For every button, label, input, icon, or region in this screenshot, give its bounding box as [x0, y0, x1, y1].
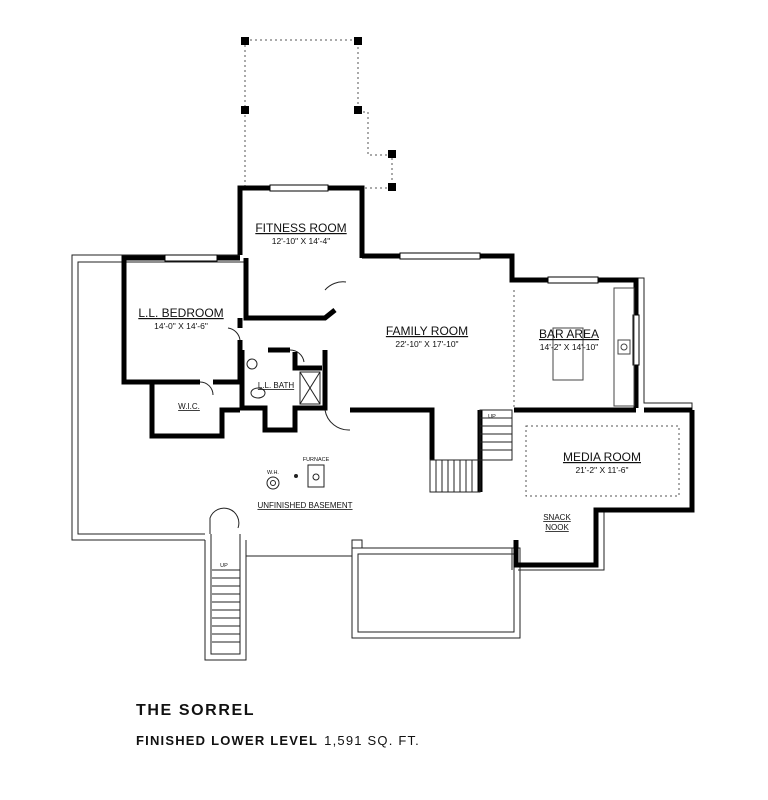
label-snack-1: SNACK [543, 513, 571, 522]
label-stair-up: UP [488, 414, 496, 420]
label-furnace: FURNACE [303, 457, 330, 463]
room-dims-media: 21'-2" X 11'-6" [575, 465, 628, 475]
label-snack-2: NOOK [545, 523, 569, 532]
foundation-outline [71, 254, 693, 661]
windows [164, 184, 640, 366]
room-dims-fitness: 12'-10" X 14'-4" [272, 236, 330, 246]
label-wic: W.I.C. [178, 402, 200, 411]
label-ext-stair-up: UP [220, 563, 228, 569]
bar-counter [552, 287, 635, 407]
patio-post [241, 106, 249, 114]
mechanical [266, 464, 325, 490]
label-wh: W.H. [267, 470, 279, 476]
patio-post [354, 37, 362, 45]
room-dims-family: 22'-10" X 17'-10" [395, 339, 458, 349]
patio-post [354, 106, 362, 114]
area-label: 1,591 SQ. FT. [324, 733, 420, 748]
furnace-icon [307, 464, 325, 488]
room-name-fitness: FITNESS ROOM [255, 221, 346, 235]
patio-post [241, 37, 249, 45]
floor-plan: FITNESS ROOM 12'-10" X 14'-4" L.L. BEDRO… [71, 37, 695, 661]
room-labels: FITNESS ROOM 12'-10" X 14'-4" L.L. BEDRO… [138, 221, 641, 569]
patio-post [388, 183, 396, 191]
water-heater-icon [266, 476, 280, 490]
room-name-bedroom: L.L. BEDROOM [138, 306, 223, 320]
exterior-stair [209, 507, 240, 643]
room-dims-bar: 14'-2" X 14'-10" [540, 342, 598, 352]
bath-fixtures [246, 358, 321, 405]
interior-stair [429, 409, 513, 493]
room-name-bar: BAR AREA [539, 327, 599, 341]
level-label: FINISHED LOWER LEVEL [136, 733, 319, 748]
door-swings [199, 281, 351, 431]
label-bath: L.L. BATH [258, 381, 295, 390]
finished-walls [121, 185, 695, 568]
label-basement: UNFINISHED BASEMENT [257, 501, 352, 510]
plan-title: THE SORREL [136, 702, 256, 719]
patio-post [388, 150, 396, 158]
room-name-media: MEDIA ROOM [563, 450, 641, 464]
room-dims-bedroom: 14'-0" X 14'-6" [154, 321, 208, 331]
patio-outline [241, 37, 396, 191]
room-name-family: FAMILY ROOM [386, 324, 468, 338]
plan-subtitle: FINISHED LOWER LEVEL 1,591 SQ. FT. [136, 733, 420, 748]
